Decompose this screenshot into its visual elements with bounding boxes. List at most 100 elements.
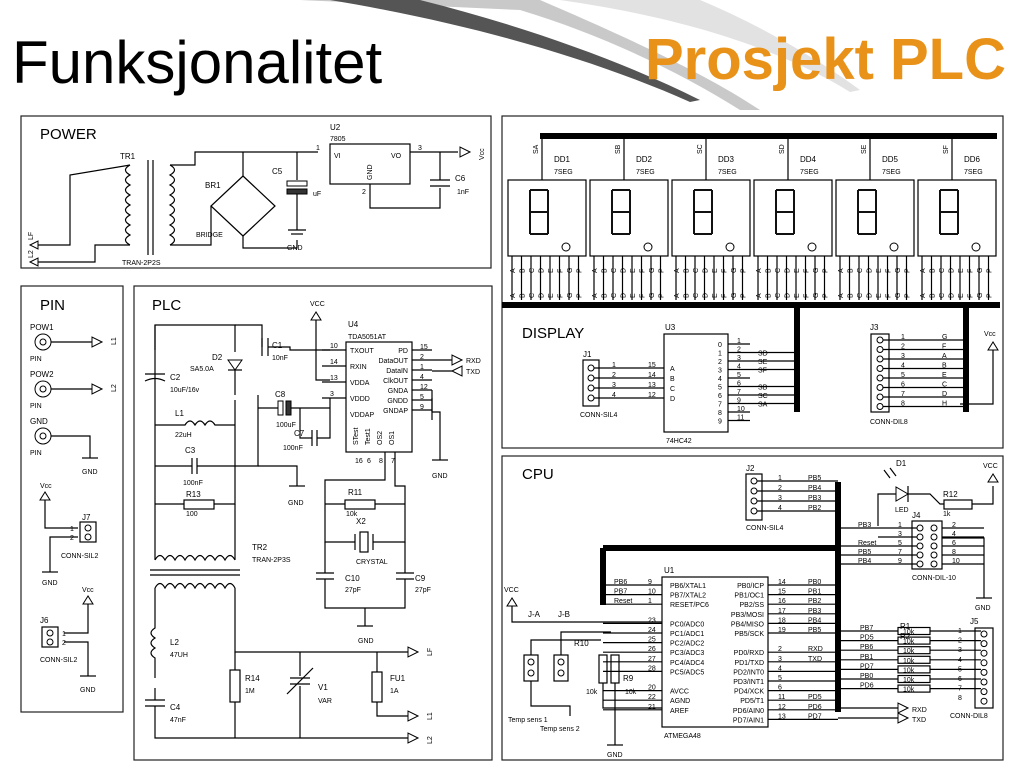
u4-left-num: 3 — [330, 391, 334, 398]
pow1-terminal-core — [39, 338, 47, 346]
u1-right-label: PB2/SS — [739, 602, 764, 609]
u1-right-label: PD4/XCK — [734, 689, 764, 696]
digit-5-pin-label-top: G — [895, 268, 902, 273]
j5-pin-num-8: 8 — [958, 695, 962, 702]
j7-pin1-label: 1 — [70, 526, 74, 533]
digit-5-pin-label-bottom: F — [886, 294, 893, 298]
j4-pin-num-left: 3 — [898, 531, 902, 538]
u4-left-label: VDDA — [350, 380, 370, 387]
l2-label: L2 — [170, 638, 179, 647]
gnd-terminal-wire — [51, 435, 91, 458]
j5-pin-num-3: 3 — [958, 647, 962, 654]
u3-out-label: 4 — [718, 376, 722, 383]
digit-3-pin-label-bottom: P — [741, 293, 748, 298]
plc-lf-label: LF — [427, 648, 434, 656]
j3-pin-num-7: 7 — [901, 391, 905, 398]
tr2-label: TR2 — [252, 543, 268, 552]
j6-gnd-wire — [64, 641, 89, 676]
d1-type: LED — [895, 507, 909, 514]
bridge-ac-wire — [170, 206, 212, 246]
j2-pin-2 — [750, 487, 758, 495]
u1-right-net: PB0 — [808, 579, 821, 586]
u2-pin3: 3 — [418, 145, 422, 152]
j2-type: CONN-SIL4 — [746, 525, 783, 532]
u1-left-label: PC2/ADC2 — [670, 641, 704, 648]
r9-label: R9 — [623, 674, 634, 683]
digit-body-2 — [589, 179, 669, 257]
u2-type: 7805 — [330, 136, 346, 143]
u1-right-net: PB3 — [808, 608, 821, 615]
cpu-vcc-left-wire — [511, 606, 662, 623]
u1-left-label: PB7/XTAL2 — [670, 593, 706, 600]
d2-value: SA5.0A — [190, 366, 214, 373]
digit-2-pin-label-bottom: C — [611, 293, 618, 298]
c9-value: 27pF — [415, 587, 431, 594]
plc-l1-label: L1 — [427, 712, 434, 720]
j1-pin-num-4: 4 — [612, 392, 616, 399]
digit-body-6 — [917, 179, 997, 257]
j3-label: J3 — [870, 323, 879, 332]
fu1-fuse — [371, 671, 383, 703]
u1-left-label: PC3/ADC3 — [670, 650, 704, 657]
j1-pin-1 — [587, 364, 595, 372]
digit-1-pin-label-bottom: C — [529, 293, 536, 298]
digit-type-3: 7SEG — [718, 169, 737, 176]
digit-4-pin-label-bottom: G — [813, 293, 820, 298]
j4-pin-num-left: 9 — [898, 558, 902, 565]
power-section: POWER TR1 TRAN-2P2S LF L2 BR1 BRIDGE C5 … — [20, 115, 492, 269]
digit-2-pin-label-top: P — [659, 268, 666, 273]
u1-left-num: 23 — [648, 617, 656, 624]
digit-4-pin-label-top: D — [785, 268, 792, 273]
u1-left-label: AREF — [670, 708, 689, 715]
x2-value: CRYSTAL — [356, 559, 388, 566]
j4-pin-num-left: 1 — [898, 522, 902, 529]
u1-right-net: RXD — [808, 646, 823, 653]
c1-wire-b — [268, 346, 330, 351]
v1-label: V1 — [318, 683, 328, 692]
digit-6-pin-label-bottom: D — [949, 293, 956, 298]
cpu-rxd-label: RXD — [912, 707, 927, 714]
u2-vo: VO — [391, 153, 402, 160]
j7-type: CONN-SIL2 — [61, 553, 98, 560]
digit-6-pin-label-bottom: G — [977, 293, 984, 298]
j4-pin-8 — [930, 551, 938, 559]
r-array-value: 10k — [903, 639, 915, 646]
gnd-terminal-core — [39, 432, 47, 440]
gnd-conn-label: GND — [30, 417, 48, 426]
cpu-vcc-top-arrow-icon — [987, 473, 999, 483]
r12-value: 1k — [943, 511, 951, 518]
c3-label: C3 — [185, 446, 196, 455]
tr1-wire-l2 — [38, 244, 130, 263]
digit-3-pin-label-bottom: B — [684, 293, 691, 298]
cpu-txd-arrow-icon — [897, 712, 910, 724]
digit-2-pin-label-bottom: F — [640, 294, 647, 298]
c3-value: 100nF — [183, 480, 203, 487]
ja-pin1 — [527, 658, 535, 666]
u1-right-label: PD0/RXD — [734, 650, 764, 657]
u4-bottom-num: 16 — [355, 458, 363, 465]
d2-diode-icon — [227, 359, 243, 371]
digit-1-pin-label-top: C — [529, 268, 536, 273]
digit-6-pin-label-top: E — [958, 268, 965, 273]
j4-net: PB4 — [858, 558, 871, 565]
j4-pin-num-left: 5 — [898, 540, 902, 547]
cpu-gnd-text: GND — [607, 752, 623, 759]
gnd-pin-label: PIN — [30, 450, 42, 457]
j3-pin-4 — [876, 365, 884, 372]
r10-wire — [602, 683, 662, 709]
u3-in-label-2: B — [670, 376, 675, 383]
u1-left-net: Reset — [614, 598, 632, 605]
j4-label: J4 — [912, 511, 921, 520]
digit-select-3: SC — [697, 144, 704, 154]
digit-1-pin-label-bottom: D — [539, 293, 546, 298]
u1-left-label: PC1/ADC1 — [670, 631, 704, 638]
r-array-value: 10k — [903, 687, 915, 694]
u4-right-num: 15 — [420, 344, 428, 351]
u1-right-net: PD6 — [808, 704, 822, 711]
digit-2-pin-label-top: B — [602, 268, 609, 273]
digit-2-pin-label-bottom: P — [659, 293, 666, 298]
u1-right-label: PB4/MISO — [731, 621, 765, 628]
digit-3-pin-label-bottom: F — [722, 294, 729, 298]
u4-bottom-num: 7 — [391, 458, 395, 465]
